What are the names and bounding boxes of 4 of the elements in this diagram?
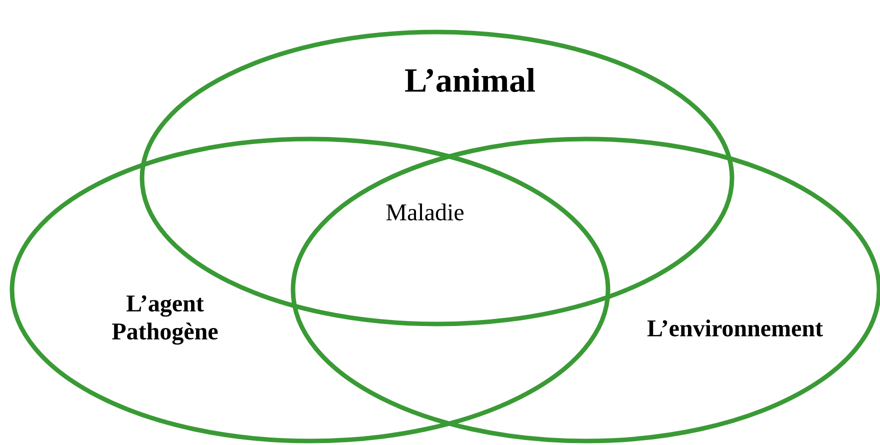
node-label: L’animal <box>405 68 535 92</box>
region-label: Maladie <box>386 204 464 220</box>
node-label: L’agent Pathogène <box>112 295 218 345</box>
node-label: L’environnement <box>647 320 823 336</box>
